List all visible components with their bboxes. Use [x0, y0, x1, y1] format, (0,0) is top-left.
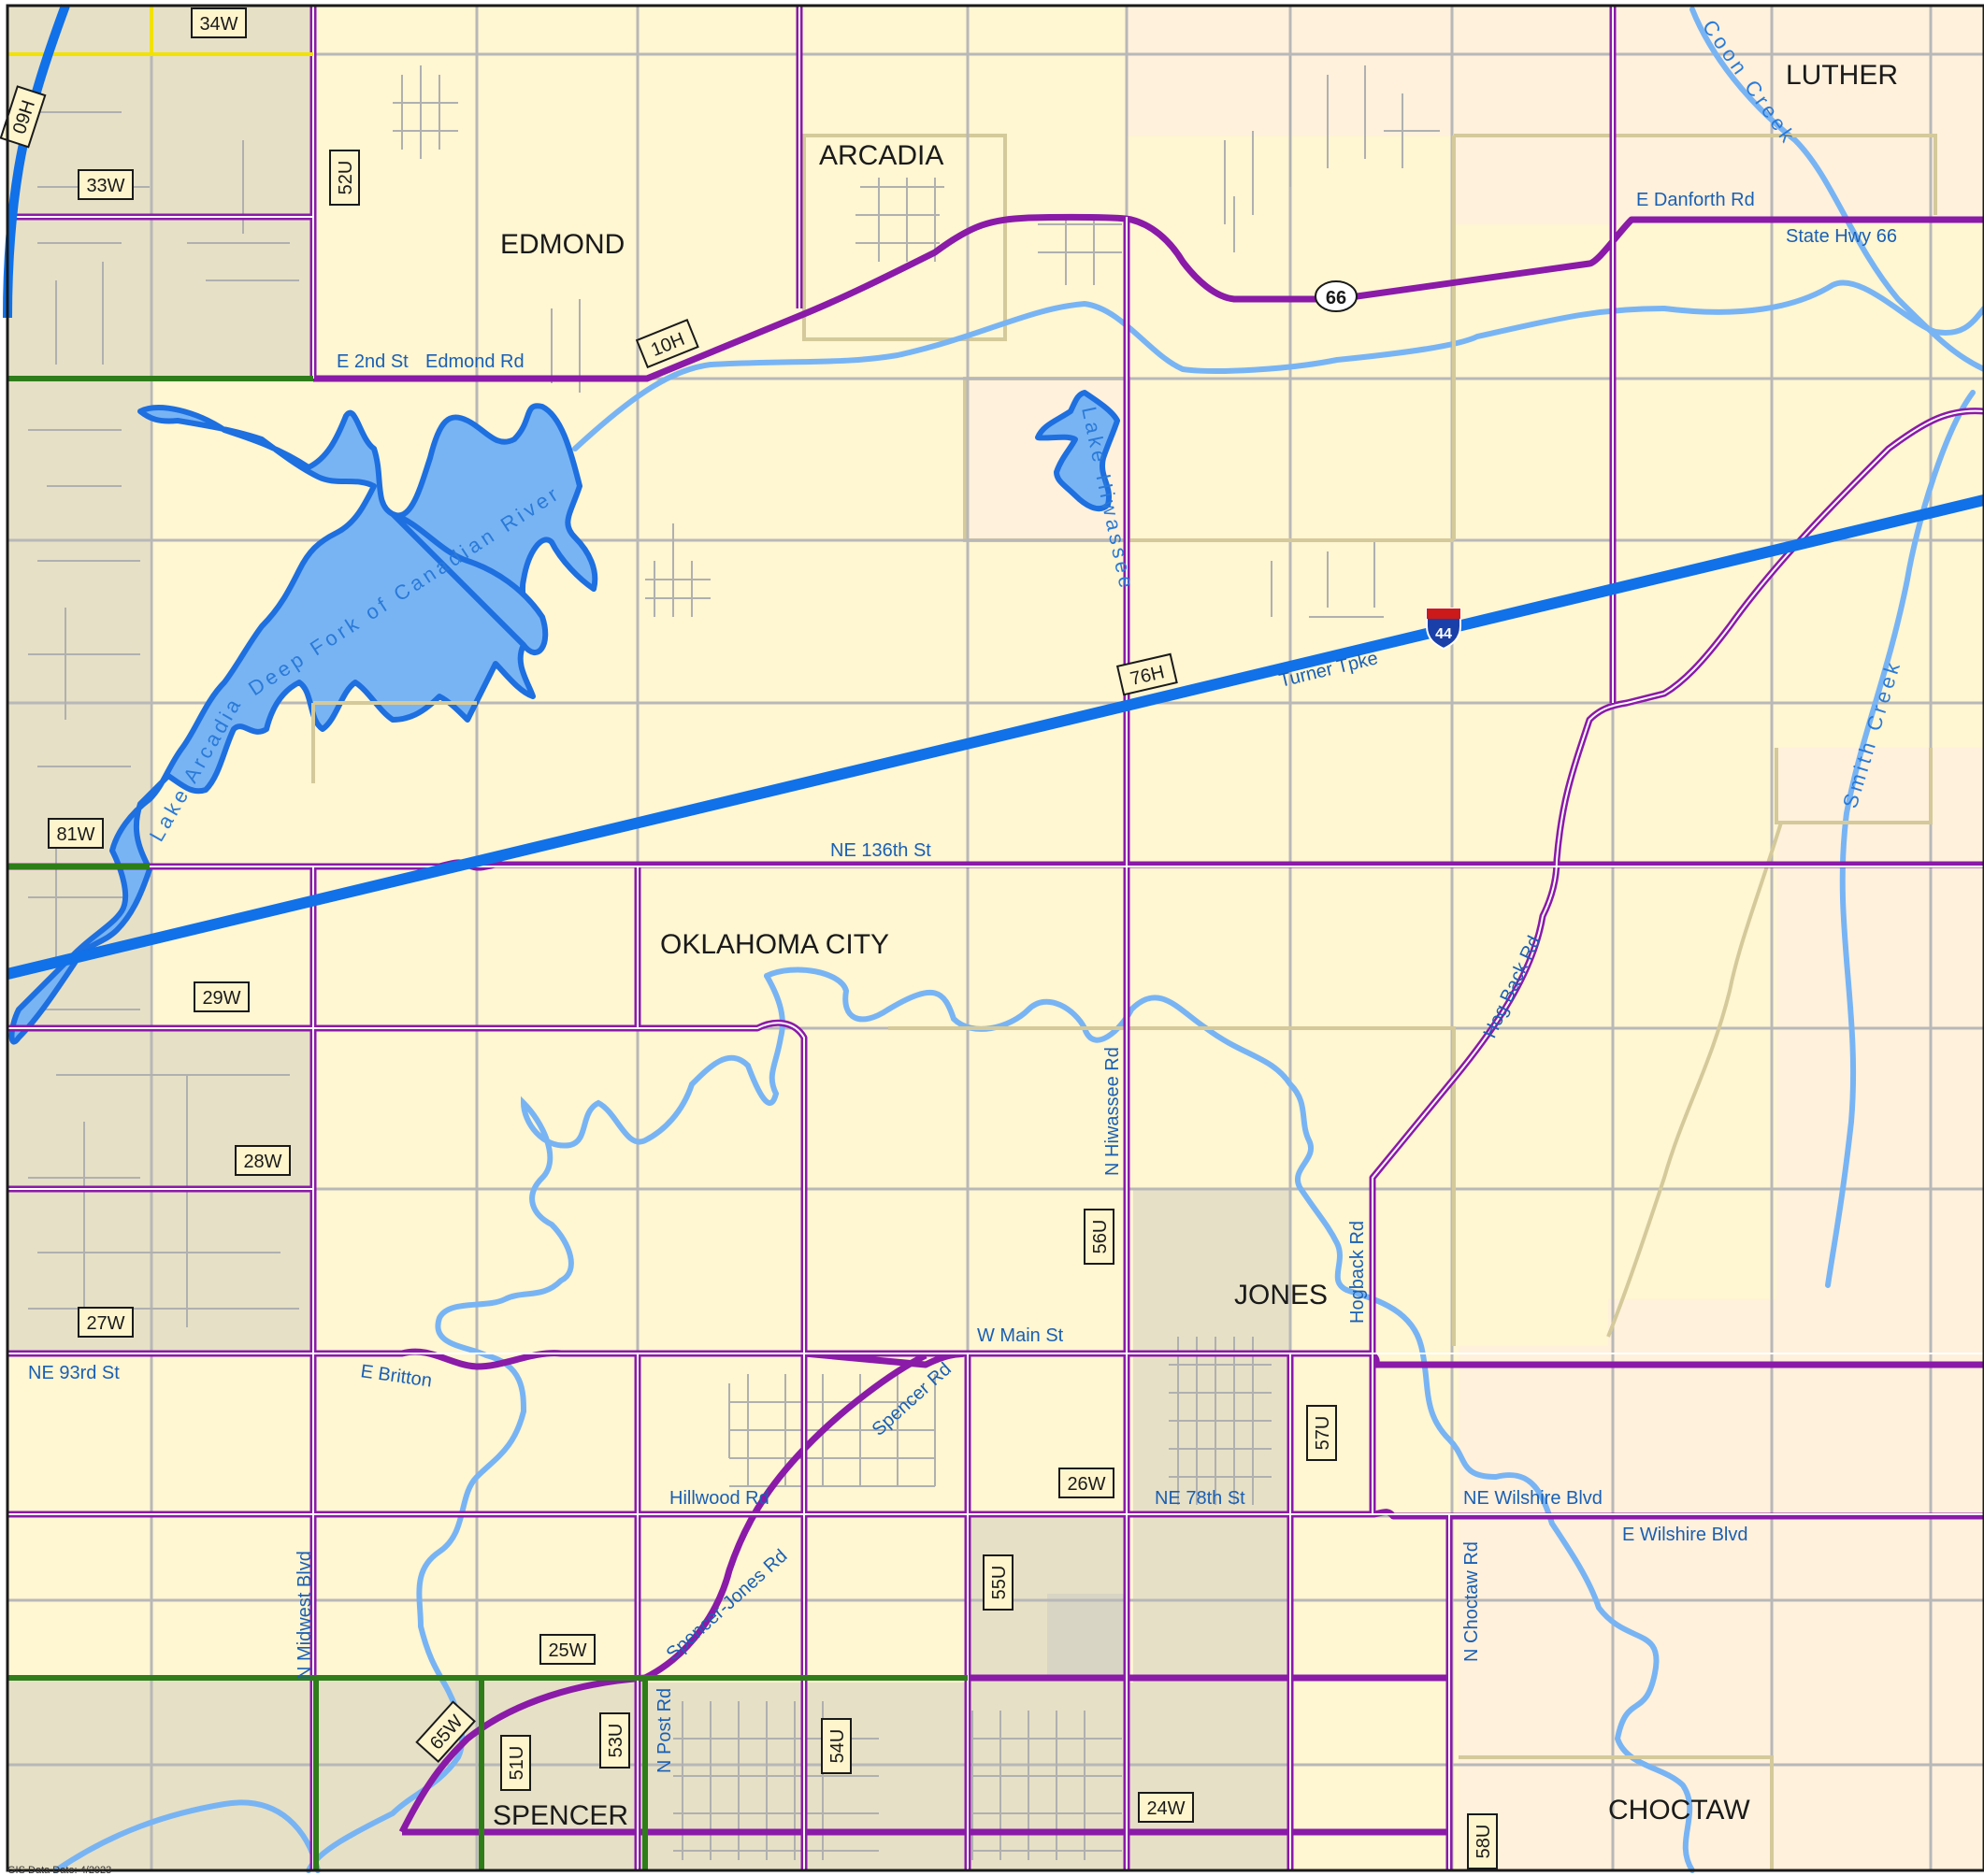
grid-tag-28w: 28W	[235, 1145, 291, 1176]
grid-tag-34w: 34W	[191, 7, 247, 38]
place-label-jones: JONES	[1234, 1280, 1328, 1310]
road-label-n-post-rd: N Post Rd	[654, 1688, 675, 1773]
svg-text:58U: 58U	[1474, 1825, 1494, 1859]
map-frame	[6, 4, 1984, 1872]
place-label-edmond: EDMOND	[500, 229, 625, 260]
grid-tag-33w: 33W	[78, 169, 134, 200]
place-label-spencer: SPENCER	[493, 1800, 628, 1831]
road-label-hillwood-rd: Hillwood Rd	[669, 1488, 769, 1509]
minor-road-yellow	[7, 6, 313, 56]
svg-text:55U: 55U	[989, 1566, 1010, 1600]
road-label-n-midwest-blvd: N Midwest Blvd	[295, 1551, 315, 1680]
road-label-hogback-rd: Hogback Rd	[1347, 1221, 1368, 1324]
svg-text:51U: 51U	[507, 1746, 527, 1781]
grid-tag-24w: 24W	[1138, 1792, 1194, 1823]
road-label-edmond-rd: Edmond Rd	[425, 351, 525, 372]
svg-text:56U: 56U	[1090, 1220, 1111, 1254]
grid-tag-54u: 54U	[821, 1718, 852, 1774]
grid-tag-57u: 57U	[1306, 1405, 1337, 1461]
svg-text:34W: 34W	[199, 14, 237, 35]
grid-tags: 34W 33W 09H 52U 10H 76H 81W 29W 28W 27W …	[0, 7, 1498, 1869]
svg-text:25W: 25W	[548, 1640, 586, 1661]
grid-tag-25w: 25W	[539, 1634, 596, 1665]
place-label-luther: LUTHER	[1786, 60, 1898, 91]
place-label-choctaw: CHOCTAW	[1608, 1795, 1750, 1826]
grid-tag-58u: 58U	[1467, 1813, 1498, 1869]
svg-text:81W: 81W	[56, 824, 94, 845]
interstate-44	[6, 494, 1984, 980]
arterial-roads-inner	[7, 6, 1984, 1870]
grid-tag-26w: 26W	[1058, 1468, 1114, 1498]
place-label-arcadia: ARCADIA	[819, 140, 943, 171]
state-hwy-shield: 66	[1315, 280, 1358, 312]
svg-text:52U: 52U	[336, 161, 356, 195]
road-label-n-hiwassee-rd: N Hiwassee Rd	[1102, 1047, 1123, 1176]
road-label-e-danforth-rd: E Danforth Rd	[1636, 190, 1755, 210]
local-streets-urban	[28, 56, 1440, 1860]
road-label-ne-wilshire-blvd: NE Wilshire Blvd	[1463, 1488, 1603, 1509]
lake-hiwassee	[1035, 390, 1120, 512]
road-label-state-hwy-66: State Hwy 66	[1786, 226, 1897, 247]
svg-text:53U: 53U	[606, 1724, 626, 1758]
place-label-oklahoma-city: OKLAHOMA CITY	[660, 929, 889, 960]
footer-data-date: GIS Data Date: 4/2023	[7, 1865, 111, 1876]
grid-tag-81w: 81W	[48, 818, 104, 849]
road-label-e-wilshire-blvd: E Wilshire Blvd	[1622, 1525, 1747, 1545]
rivers-creeks	[53, 7, 1984, 1873]
road-label-ne-93rd-st: NE 93rd St	[28, 1363, 120, 1383]
svg-text:57U: 57U	[1313, 1416, 1333, 1451]
grid-tag-09h: 09H	[0, 85, 47, 149]
svg-text:33W: 33W	[86, 176, 124, 196]
road-label-w-main-st: W Main St	[977, 1325, 1064, 1346]
svg-text:29W: 29W	[202, 988, 240, 1009]
svg-text:24W: 24W	[1146, 1798, 1185, 1819]
grid-tag-51u: 51U	[500, 1735, 531, 1791]
grid-tag-55u: 55U	[983, 1554, 1014, 1611]
road-label-e-2nd-st: E 2nd St	[337, 351, 409, 372]
grid-tag-52u: 52U	[329, 150, 360, 206]
svg-text:28W: 28W	[243, 1152, 281, 1172]
state-hwy-number: 66	[1326, 288, 1346, 308]
road-label-ne-136th-st: NE 136th St	[830, 840, 931, 861]
grid-tag-27w: 27W	[78, 1307, 134, 1338]
grid-tag-29w: 29W	[194, 981, 250, 1012]
arcadia-boundary	[802, 134, 1007, 341]
boundary-lines	[311, 134, 1937, 1870]
interstate-number: 44	[1435, 626, 1452, 642]
lake-arcadia-shore	[390, 511, 549, 655]
svg-text:27W: 27W	[86, 1313, 124, 1334]
road-label-ne-78th-st: NE 78th St	[1155, 1488, 1245, 1509]
interstate-shield: 44	[1426, 608, 1461, 651]
grid-tag-56u: 56U	[1084, 1209, 1114, 1265]
svg-text:26W: 26W	[1067, 1474, 1105, 1495]
road-label-n-choctaw-rd: N Choctaw Rd	[1461, 1541, 1482, 1662]
grid-tag-76h: 76H	[1115, 652, 1178, 696]
svg-text:54U: 54U	[827, 1729, 848, 1764]
land-area-east	[1127, 6, 1984, 224]
secondary-roads	[7, 376, 968, 1870]
grid-tag-53u: 53U	[599, 1712, 630, 1769]
